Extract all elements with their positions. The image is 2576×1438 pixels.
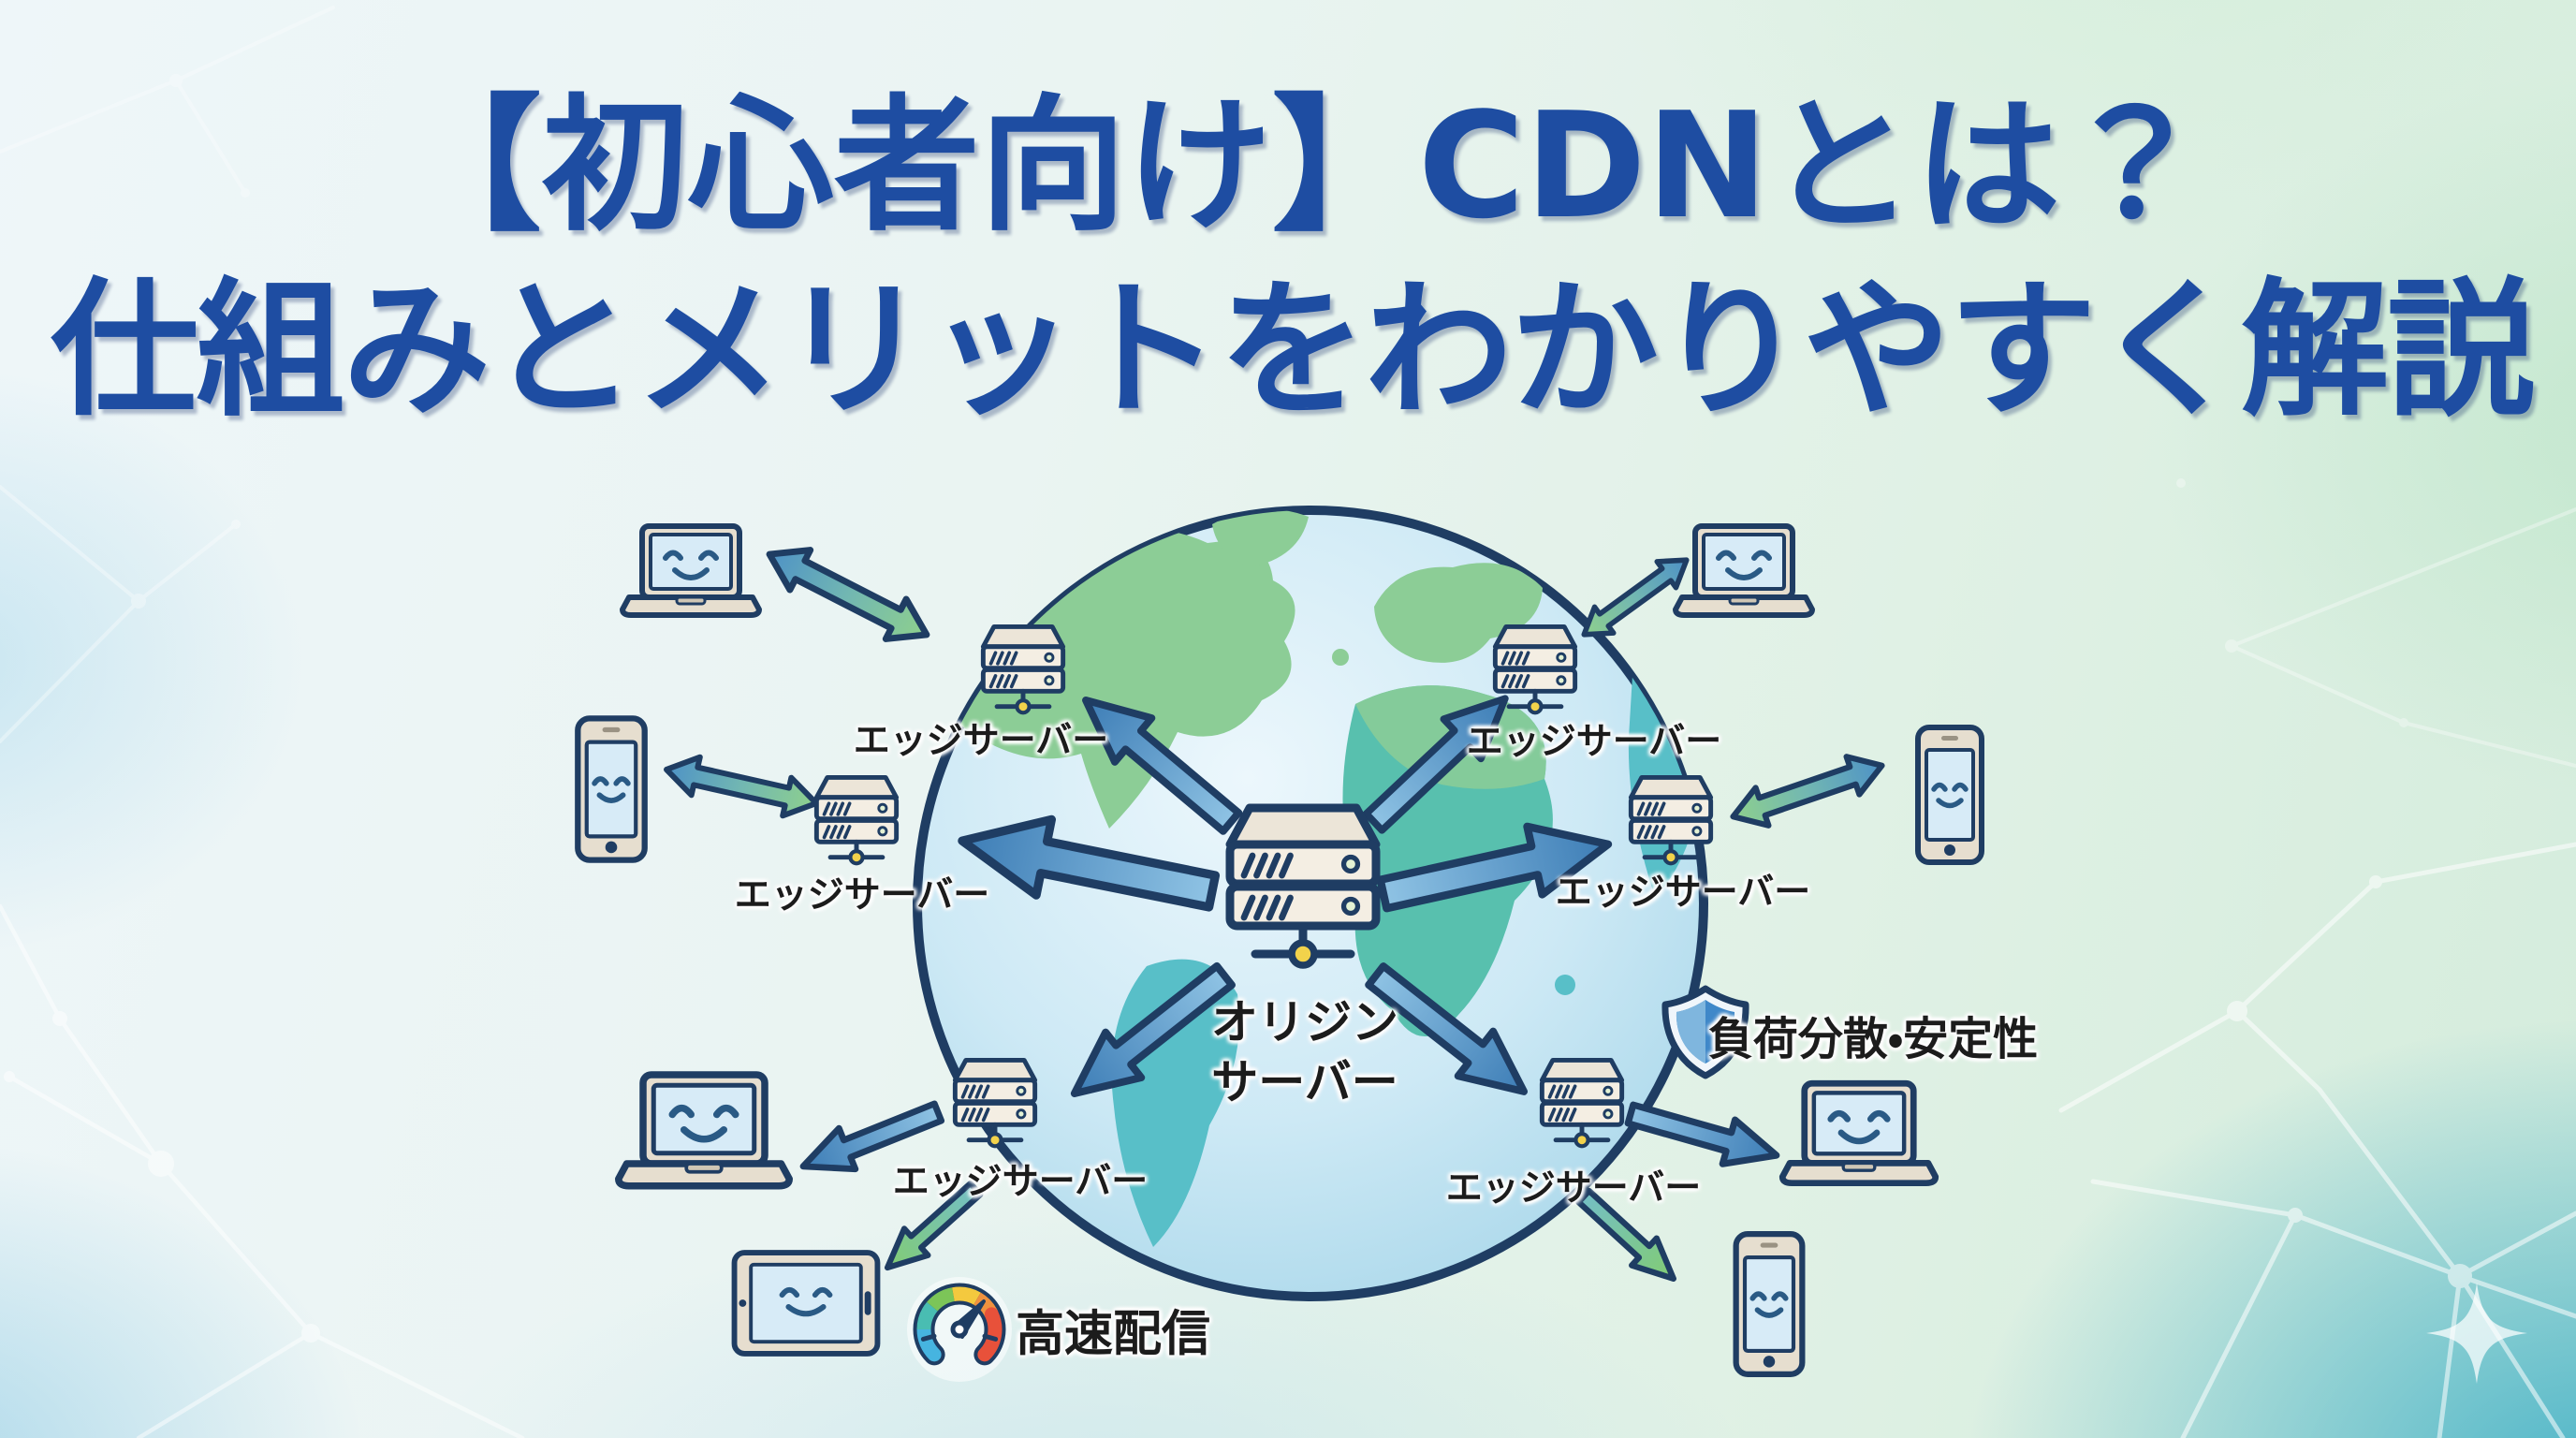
edge-server-icon-left (816, 777, 896, 863)
arrow-bidirectional-edge-laptop-top-left (759, 535, 937, 655)
laptop-icon-bottom-left (619, 1075, 790, 1186)
origin-server-label: オリジン サーバー (1211, 992, 1398, 1112)
edge-server-label-top-left: エッジサーバー (853, 720, 1109, 762)
smartphone-icon-right (1918, 727, 1982, 862)
speedometer-icon (907, 1277, 1012, 1382)
edge-server-label-bottom-right: エッジサーバー (1445, 1167, 1702, 1210)
smartphone-icon-left (578, 718, 644, 859)
sparkle-icon (2426, 1283, 2527, 1384)
island (1555, 975, 1575, 995)
arrow-bidirectional-edge-phone-right (1727, 747, 1889, 836)
network-pattern-bottom-right (2058, 842, 2576, 1438)
laptop-icon-top-right (1676, 526, 1812, 615)
network-pattern-left (0, 485, 241, 743)
edge-server-label-left: エッジサーバー (734, 874, 990, 917)
network-pattern-top-right (2176, 478, 2576, 768)
arrow-bidirectional-edge-phone-left (662, 751, 820, 823)
origin-server-label-line-2: サーバー (1211, 1055, 1398, 1109)
network-pattern-bottom-left (0, 903, 525, 1438)
tablet-icon-bottom-left (735, 1253, 878, 1354)
origin-server-label-line-1: オリジン (1211, 995, 1398, 1049)
island (1332, 649, 1349, 666)
page-title-line-2: 仕組みとメリットをわかりやすく解説 (51, 264, 2535, 437)
speed-benefit-label: 高速配信 (1015, 1306, 1211, 1363)
network-pattern-top-left (0, 6, 335, 198)
edge-server-label-right: エッジサーバー (1555, 872, 1811, 914)
continent-europe (1374, 563, 1543, 663)
smartphone-icon-bottom-right (1736, 1234, 1803, 1374)
stability-benefit-label: 負荷分散・安定性 (1707, 1013, 2039, 1065)
continent-greenland (1212, 510, 1309, 567)
edge-server-label-top-right: エッジサーバー (1466, 721, 1722, 763)
edge-server-label-bottom-left: エッジサーバー (892, 1161, 1149, 1203)
laptop-icon-bottom-right (1782, 1083, 1936, 1182)
page-title-line-1: 【初心者向け】CDNとは？ (395, 81, 2207, 251)
shield-icon (1661, 985, 1749, 1079)
laptop-icon-top-left (622, 526, 759, 615)
arrow-bidirectional-edge-laptop-top-right (1574, 547, 1696, 647)
